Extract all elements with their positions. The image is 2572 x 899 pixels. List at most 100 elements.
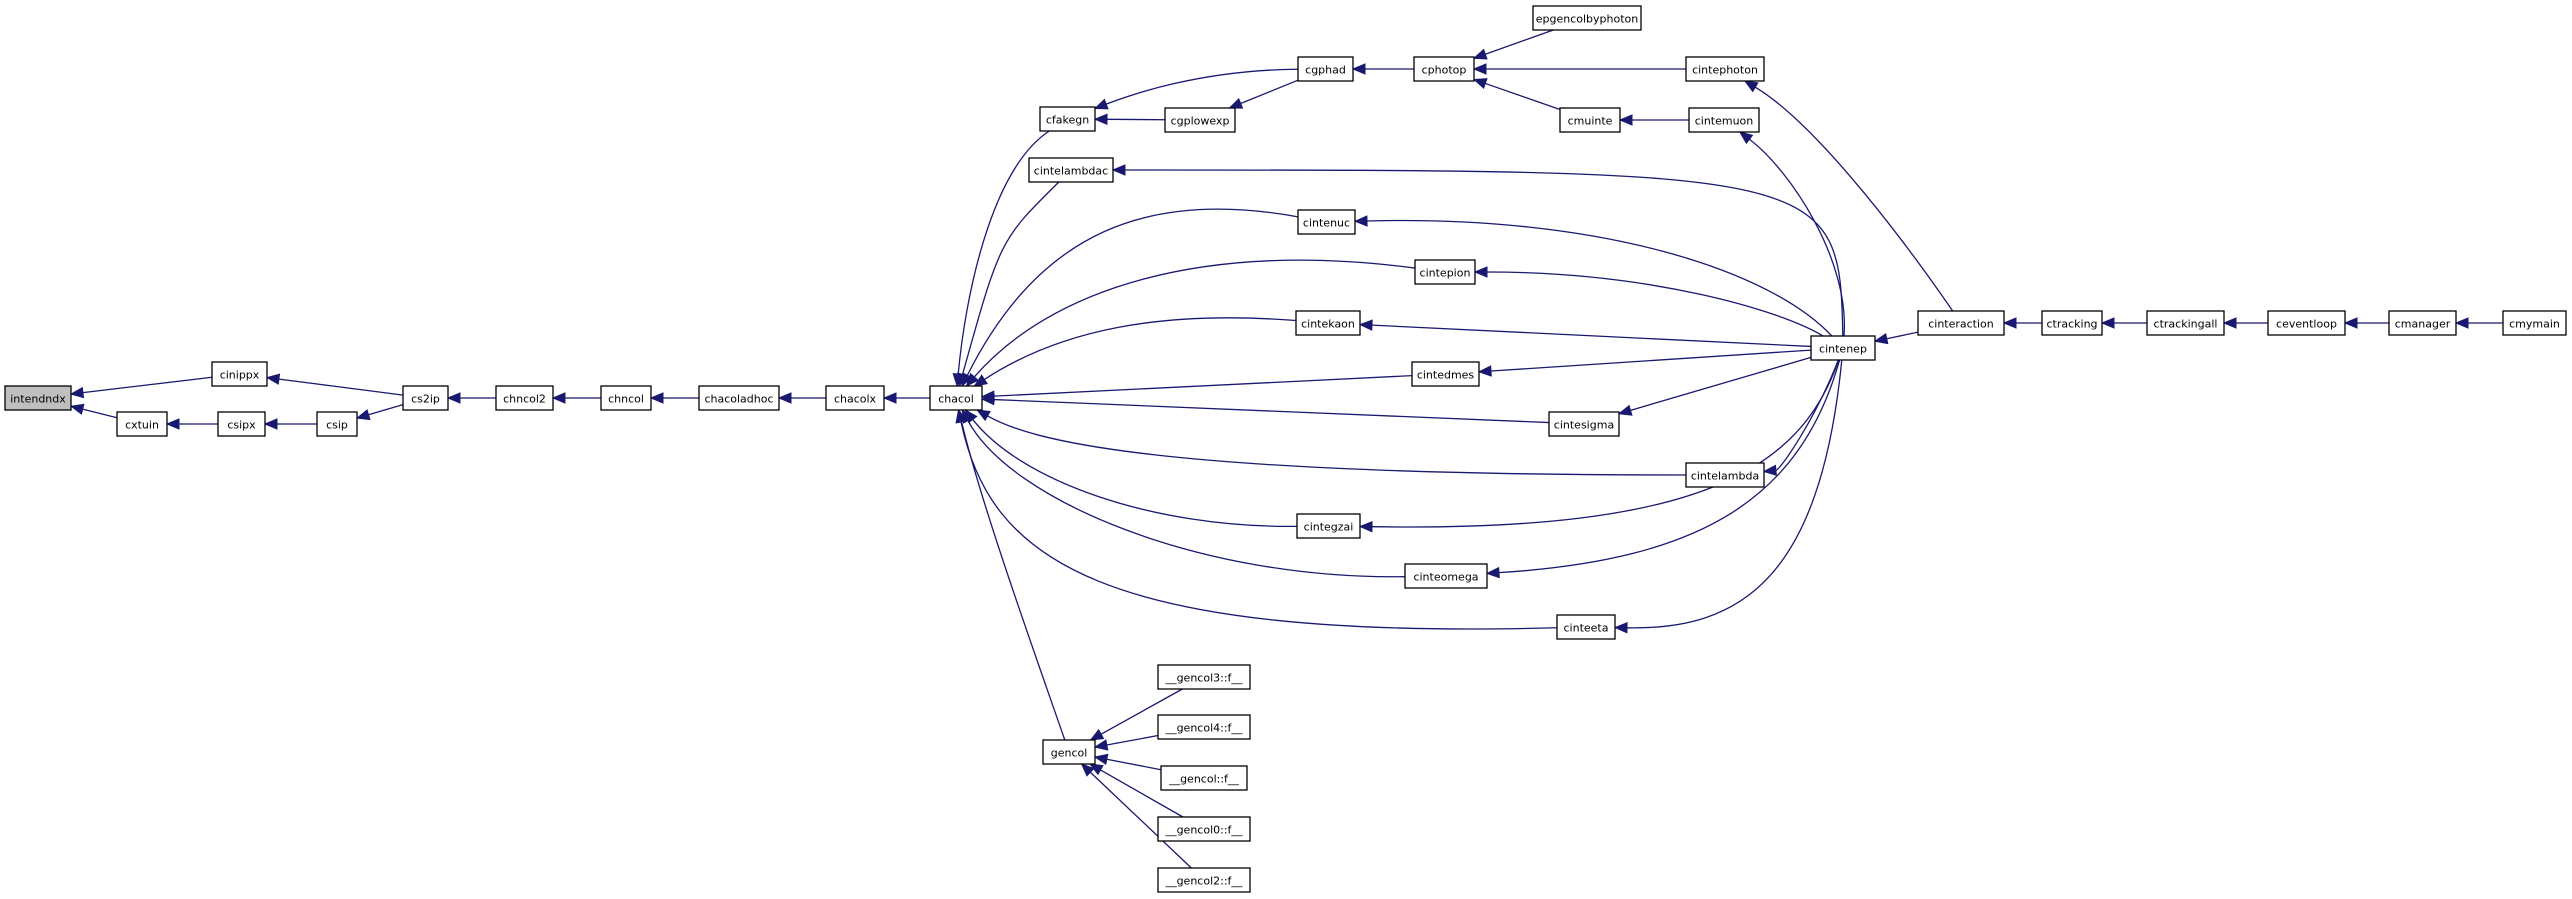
node-label: ctrackingall — [2154, 318, 2218, 331]
node-ctracking[interactable]: ctracking — [2041, 310, 2103, 336]
node-cintesigma[interactable]: cintesigma — [1548, 411, 1620, 437]
node-label: chacoladhoc — [704, 393, 773, 406]
node-cinippx[interactable]: cinippx — [211, 361, 268, 387]
node-box — [1042, 739, 1096, 765]
node-label: cintenuc — [1303, 217, 1350, 230]
node-box — [825, 385, 885, 411]
node-label: cintekaon — [1301, 318, 1355, 331]
edge-cinteraction-to-cintenep — [1886, 331, 1919, 340]
node-label: cinteeta — [1564, 622, 1609, 635]
node-box — [1297, 209, 1356, 235]
node-cintelambdac[interactable]: cintelambdac — [1028, 157, 1114, 183]
edge-cinippx-to-intendndx — [82, 376, 213, 394]
node-cphotop[interactable]: cphotop — [1413, 56, 1475, 82]
node-box — [1556, 614, 1616, 640]
node-gencol0[interactable]: __gencol0::f__ — [1157, 816, 1251, 842]
node-cmuinte[interactable]: cmuinte — [1559, 107, 1621, 133]
node-box — [1548, 411, 1620, 437]
node-label: intendndx — [10, 393, 66, 406]
arrowhead-icon — [882, 392, 897, 404]
node-box — [1295, 310, 1361, 336]
node-label: cintelambdac — [1034, 165, 1108, 178]
node-cgplowexp[interactable]: cgplowexp — [1164, 107, 1236, 133]
node-chacolx[interactable]: chacolx — [825, 385, 885, 411]
node-box — [1160, 765, 1248, 791]
node-cmymain[interactable]: cmymain — [2502, 310, 2567, 336]
node-label: cmymain — [2509, 318, 2560, 331]
node-epgencolbyphoton[interactable]: epgencolbyphoton — [1532, 5, 1642, 31]
node-cintepion[interactable]: cintepion — [1414, 259, 1476, 285]
node-cintenuc[interactable]: cintenuc — [1297, 209, 1356, 235]
node-box — [1411, 361, 1480, 387]
node-gencol3[interactable]: __gencol3::f__ — [1157, 664, 1251, 690]
node-label: chncol2 — [503, 393, 546, 406]
node-gencol[interactable]: gencol — [1042, 739, 1096, 765]
node-cs2ip[interactable]: cs2ip — [402, 385, 449, 411]
node-label: __gencol0::f__ — [1165, 824, 1243, 837]
node-gencol4[interactable]: __gencol4::f__ — [1157, 714, 1251, 740]
node-label: cintegzai — [1304, 521, 1354, 534]
arrowhead-icon — [1093, 98, 1109, 110]
node-intendndx[interactable]: intendndx — [4, 385, 72, 411]
node-cintedmes[interactable]: cintedmes — [1411, 361, 1480, 387]
node-cfakegn[interactable]: cfakegn — [1039, 106, 1096, 132]
node-cinteraction[interactable]: cinteraction — [1917, 310, 2005, 336]
edge-cintegzai-to-chacol — [972, 419, 1298, 528]
arrowhead-icon — [980, 393, 995, 406]
arrowhead-icon — [263, 418, 278, 430]
node-chncol2[interactable]: chncol2 — [495, 385, 554, 411]
node-cinteeta[interactable]: cinteeta — [1556, 614, 1616, 640]
node-csip[interactable]: csip — [316, 411, 358, 437]
node-cintekaon[interactable]: cintekaon — [1295, 310, 1361, 336]
arrowhead-icon — [1093, 753, 1109, 766]
node-ctrackingall[interactable]: ctrackingall — [2146, 310, 2225, 336]
arrowhead-icon — [1093, 739, 1109, 751]
node-cmanager[interactable]: cmanager — [2388, 310, 2457, 336]
arrowhead-icon — [976, 409, 991, 422]
node-gencol_[interactable]: __gencol::f__ — [1160, 765, 1248, 791]
node-cintegzai[interactable]: cintegzai — [1296, 513, 1361, 539]
node-cinteomega[interactable]: cinteomega — [1404, 563, 1488, 589]
node-box — [698, 385, 780, 411]
arrowhead-icon — [1472, 48, 1488, 60]
node-cintelambda[interactable]: cintelambda — [1685, 462, 1765, 488]
arrowhead-icon — [69, 403, 85, 415]
node-box — [116, 411, 168, 437]
node-cxtuin[interactable]: cxtuin — [116, 411, 168, 437]
node-box — [1810, 335, 1876, 361]
arrowhead-icon — [1080, 763, 1095, 777]
edge-gencol0-to-gencol — [1100, 769, 1184, 818]
node-label: ceventloop — [2276, 318, 2337, 331]
node-cintenep[interactable]: cintenep — [1810, 335, 1876, 361]
node-chacol[interactable]: chacol — [929, 385, 983, 411]
node-cintephoton[interactable]: cintephoton — [1685, 56, 1765, 82]
node-box — [1028, 157, 1114, 183]
edge-cinteeta-to-chacol — [960, 421, 1558, 630]
node-chncol[interactable]: chncol — [600, 385, 652, 411]
edge-cintesigma-to-chacol — [993, 398, 1550, 424]
node-label: cintemuon — [1695, 115, 1754, 128]
node-label: cintepion — [1420, 267, 1471, 280]
node-csipx[interactable]: csipx — [217, 411, 266, 437]
node-label: __gencol3::f__ — [1165, 672, 1243, 685]
arrowhead-icon — [1762, 464, 1777, 477]
arrowhead-icon — [2343, 317, 2358, 329]
node-label: cintedmes — [1417, 369, 1475, 382]
node-label: cphotop — [1422, 64, 1467, 77]
node-ceventloop[interactable]: ceventloop — [2267, 310, 2346, 336]
node-chacoladhoc[interactable]: chacoladhoc — [698, 385, 780, 411]
edge-cinteraction-to-cintephoton — [1754, 86, 1954, 312]
node-cintemuon[interactable]: cintemuon — [1688, 107, 1760, 133]
node-cgphad[interactable]: cgphad — [1297, 56, 1354, 82]
node-label: cinteraction — [1928, 318, 1994, 331]
node-box — [217, 411, 266, 437]
arrowhead-icon — [1351, 63, 1366, 75]
edge-cintenep-to-cintekaon — [1371, 324, 1812, 348]
node-label: cfakegn — [1046, 114, 1089, 127]
arrowhead-icon — [1485, 566, 1500, 579]
edge-gencol2-to-gencol — [1089, 771, 1192, 869]
edge-cinteomega-to-chacol — [967, 420, 1406, 578]
node-gencol2[interactable]: __gencol2::f__ — [1157, 867, 1251, 893]
arrowhead-icon — [1111, 164, 1126, 176]
